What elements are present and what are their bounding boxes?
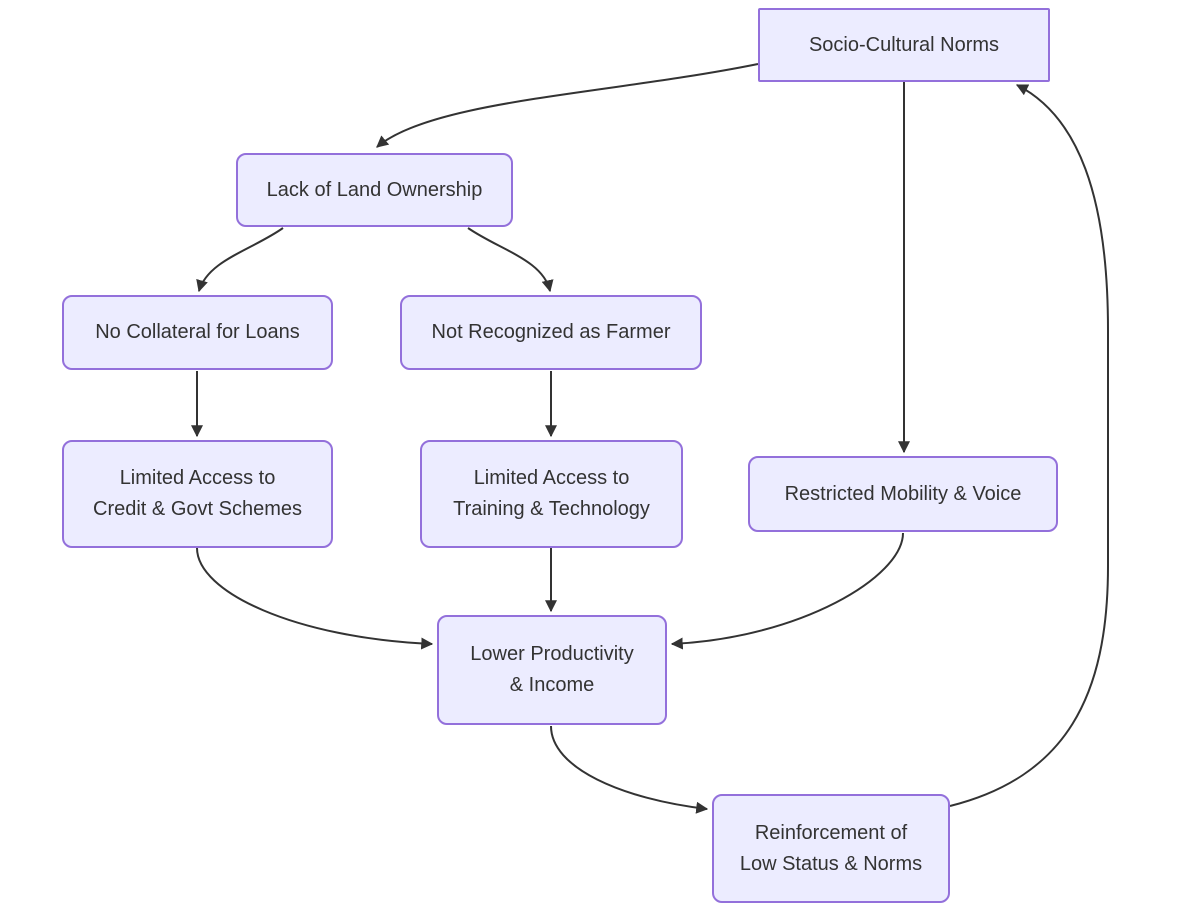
edge-scn-to-llo (376, 63, 759, 148)
node-limited-access-training-technology: Limited Access to Training & Technology (420, 440, 683, 548)
node-limited-access-credit-govt-schemes: Limited Access to Credit & Govt Schemes (62, 440, 333, 548)
node-label-line: No Collateral for Loans (95, 321, 300, 343)
node-restricted-mobility-voice: Restricted Mobility & Voice (748, 456, 1058, 532)
node-label-line: Restricted Mobility & Voice (784, 482, 1022, 505)
node-label-line: Limited Access to (473, 467, 630, 489)
node-label-line: Lack of Land Ownership (266, 178, 483, 201)
node-label-line: Limited Access to (119, 467, 276, 489)
node-label-line: Training & Technology (453, 498, 650, 520)
node-label-line: & Income (509, 674, 595, 696)
edge-lpi-to-rls (550, 725, 709, 814)
edge-rls-to-scn (949, 84, 1109, 807)
edge-llo-to-ncl (196, 227, 284, 293)
node-label-line: Reinforcement of (754, 821, 908, 844)
edge-rmv-to-lpi (670, 532, 904, 650)
node-no-collateral-for-loans: No Collateral for Loans (62, 295, 333, 370)
node-not-recognized-as-farmer: Not Recognized as Farmer (400, 295, 702, 370)
node-label-line: Socio-Cultural Norms (808, 33, 1000, 56)
node-label-line: Credit & Govt Schemes (93, 498, 302, 520)
node-label-line: Not Recognized as Farmer (431, 321, 671, 343)
node-lack-of-land-ownership: Lack of Land Ownership (236, 153, 513, 227)
node-lower-productivity-income: Lower Productivity & Income (437, 615, 667, 725)
edge-lacg-to-lpi (196, 547, 434, 650)
node-reinforcement-low-status-norms: Reinforcement of Low Status & Norms (712, 794, 950, 903)
edge-llo-to-nrf (467, 227, 554, 293)
node-label-line: Low Status & Norms (739, 852, 923, 875)
node-socio-cultural-norms: Socio-Cultural Norms (758, 8, 1050, 82)
node-label-line: Lower Productivity (470, 643, 634, 665)
